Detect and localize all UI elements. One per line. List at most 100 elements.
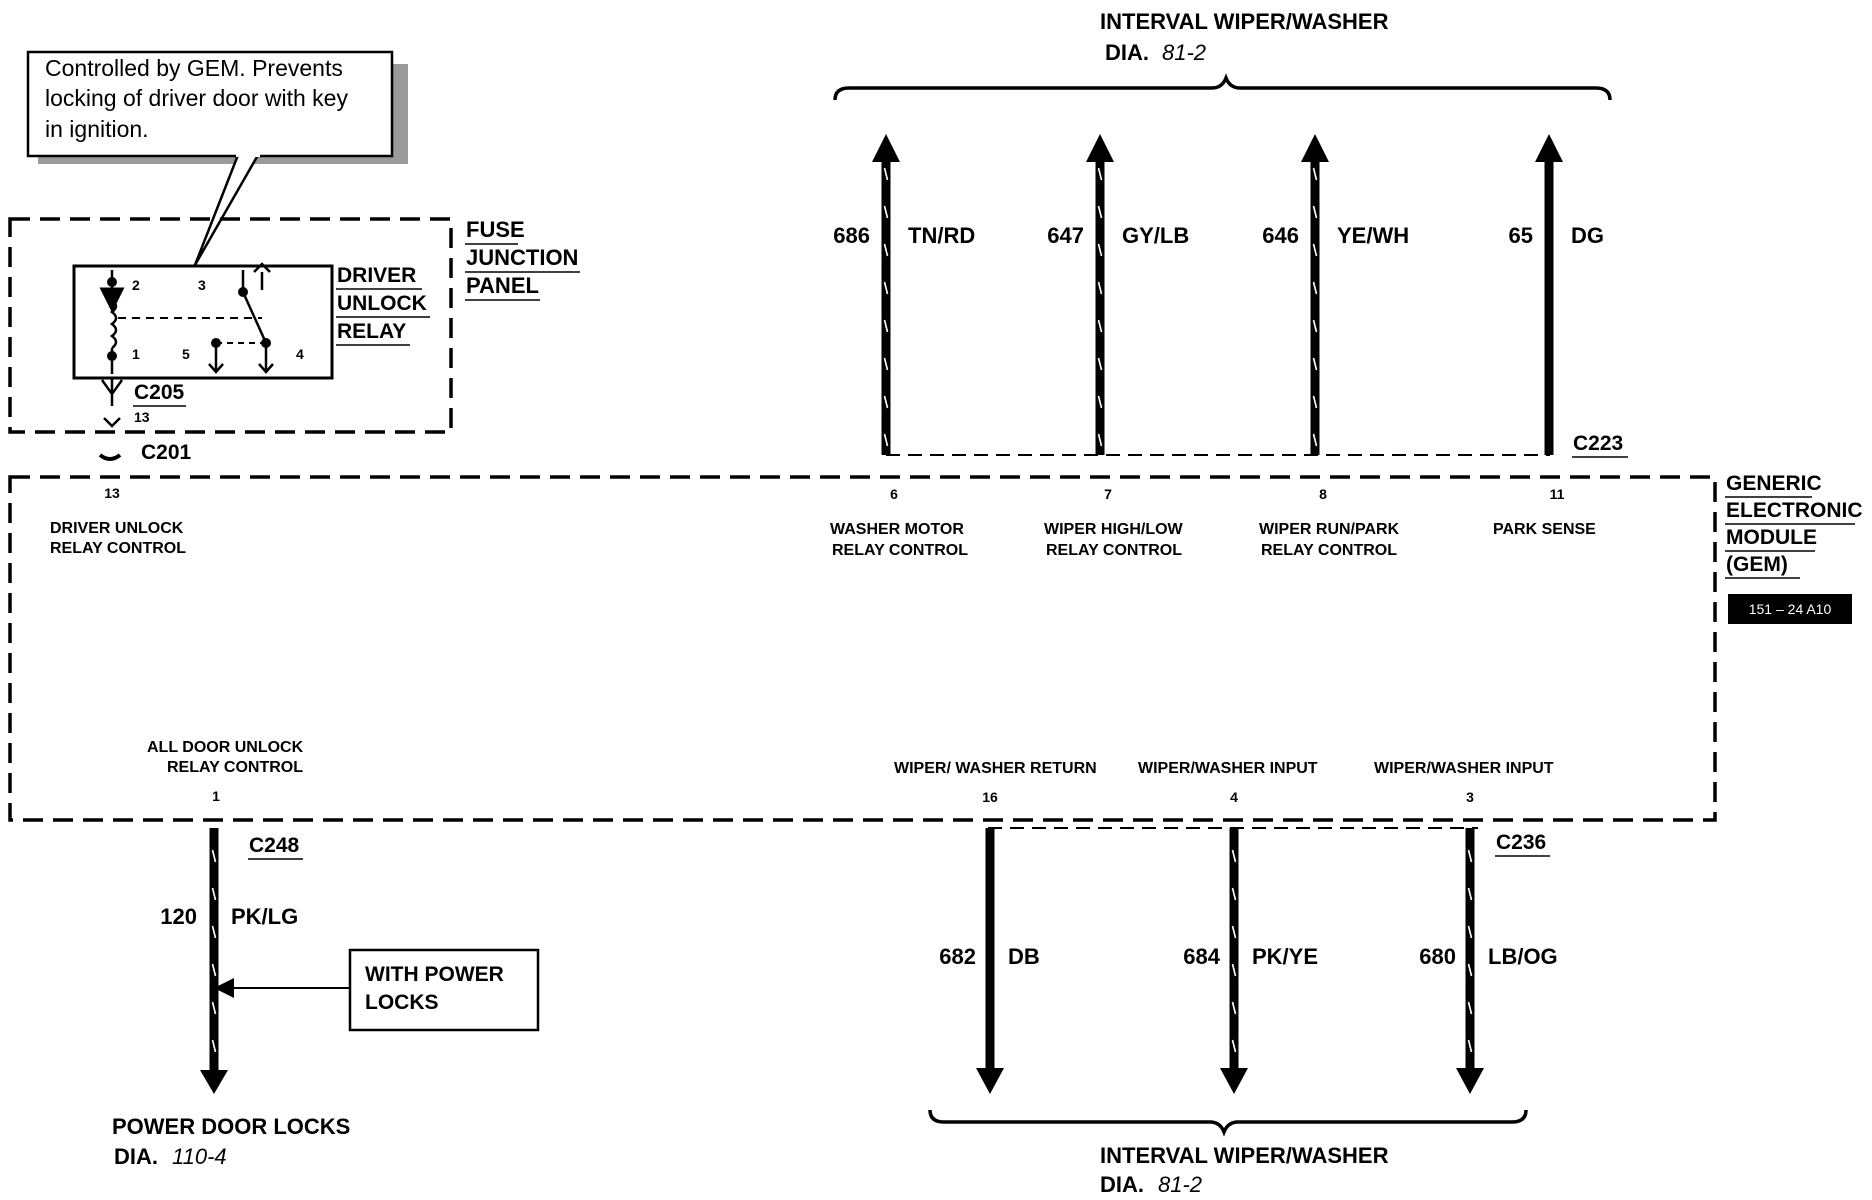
c223-label: C223 [1573,432,1623,455]
callout-line-1: Controlled by GEM. Prevents [45,55,343,81]
wire-tick [883,319,889,333]
wire-684-color: PK/YE [1252,944,1318,969]
wire-tick [211,887,217,901]
c201-connector-symbol [98,453,122,461]
wire-65-color: DG [1571,223,1604,248]
relay-pin-4: 4 [296,346,304,362]
wire-tick [1097,205,1103,219]
gem-pin-13: 13 [104,485,120,501]
gem-pin-6: 6 [890,486,898,502]
wire-tick [883,395,889,409]
wire-tick [211,1039,217,1053]
wire-680-color: LB/OG [1488,944,1558,969]
wire-tick [1312,433,1318,447]
power-locks-title: POWER DOOR LOCKS [112,1114,350,1139]
with-power-locks-box [348,948,540,1032]
wire-120-circuit: 120 [160,904,197,929]
bottom-dest-title: INTERVAL WIPER/WASHER [1100,1143,1389,1168]
wire-680-circuit: 680 [1419,944,1456,969]
gem-pin-11: 11 [1550,486,1565,502]
wire-65-func-1: PARK SENSE [1493,521,1596,538]
wire-tick [211,925,217,939]
wire-tick [211,849,217,863]
gem-code-badge [1728,594,1852,624]
wire-tick [1097,167,1103,181]
wire-647-arrow [1086,134,1114,162]
power-locks-dia-ref: 110-4 [172,1144,227,1169]
wire-682-arrow [976,1068,1004,1094]
wire-686-circuit: 686 [833,223,870,248]
wire-tick [1467,963,1473,977]
callout-note: Controlled by GEM. Prevents locking of d… [26,50,408,266]
wire-684-circuit: 684 [1183,944,1220,969]
gem-pin-7: 7 [1104,486,1112,502]
wire-tick [1312,281,1318,295]
wire-tick [1312,243,1318,257]
wire-tick [1312,167,1318,181]
gem-label-1: GENERIC [1726,472,1822,495]
wire-tick [1231,963,1237,977]
wire-tick [1467,887,1473,901]
wire-646-circuit: 646 [1262,223,1299,248]
fuse-panel-label-2: JUNCTION [466,245,578,270]
relay-pin-1: 1 [132,346,140,362]
wire-tick [1097,357,1103,371]
wire-686-func-2: RELAY CONTROL [832,542,968,559]
bottom-dest-dia-ref: 81-2 [1158,1172,1202,1197]
all-door-unlock-func-1: ALL DOOR UNLOCK [147,739,304,756]
wire-tick [1312,395,1318,409]
driver-unlock-func-1: DRIVER UNLOCK [50,520,184,537]
top-dest-title: INTERVAL WIPER/WASHER [1100,9,1389,34]
callout-box [26,50,394,158]
wire-tick [883,167,889,181]
gem-code: 151 – 24 A10 [1749,601,1832,617]
wire-tick [1097,433,1103,447]
wire-tick [1231,925,1237,939]
relay-label-1: DRIVER [337,264,416,287]
wire-647-func-1: WIPER HIGH/LOW [1044,521,1184,538]
relay-label-3: RELAY [337,320,406,343]
gem-label-4: (GEM) [1726,553,1788,576]
gem-pin-16: 16 [982,789,998,805]
wire-tick [883,433,889,447]
wire-tick [1231,1001,1237,1015]
with-power-locks-line-2: LOCKS [365,991,439,1014]
wire-tick [1231,1039,1237,1053]
c248-label: C248 [249,834,300,857]
gem-label-3: MODULE [1726,526,1817,549]
wire-682-color: DB [1008,944,1040,969]
fuse-panel-label-1: FUSE [466,217,525,242]
wire-680-func: WIPER/WASHER INPUT [1374,760,1554,777]
relay-pin-3: 3 [198,277,206,293]
wire-686-arrow [872,134,900,162]
top-dest-dia-ref: 81-2 [1162,40,1206,65]
wire-686-color: TN/RD [908,223,975,248]
gem-pin-4: 4 [1230,789,1238,805]
callout-line-2: locking of driver door with key [45,85,348,111]
wire-646-arrow [1301,134,1329,162]
power-locks-dia-prefix: DIA. [114,1144,158,1169]
wire-tick [1097,319,1103,333]
wire-tick [211,963,217,977]
wire-647-circuit: 647 [1047,223,1084,248]
wire-tick [1097,281,1103,295]
all-door-unlock-func-2: RELAY CONTROL [167,759,303,776]
with-power-locks-line-1: WITH POWER [365,963,504,986]
wire-65-arrow [1535,134,1563,162]
c205-label: C205 [134,381,185,404]
driver-unlock-func-2: RELAY CONTROL [50,540,186,557]
wire-120-arrow [200,1070,228,1094]
wire-tick [1097,243,1103,257]
bottom-dest-bracket [928,1109,1528,1137]
relay-label-2: UNLOCK [337,292,427,315]
bottom-dest-dia-prefix: DIA. [1100,1172,1144,1197]
wire-tick [1467,849,1473,863]
wire-tick [1231,849,1237,863]
wire-tick [1467,925,1473,939]
wire-646-color: YE/WH [1337,223,1409,248]
wire-680-arrow [1456,1068,1484,1094]
callout-pointer [193,153,261,266]
relay-coil [109,299,118,349]
